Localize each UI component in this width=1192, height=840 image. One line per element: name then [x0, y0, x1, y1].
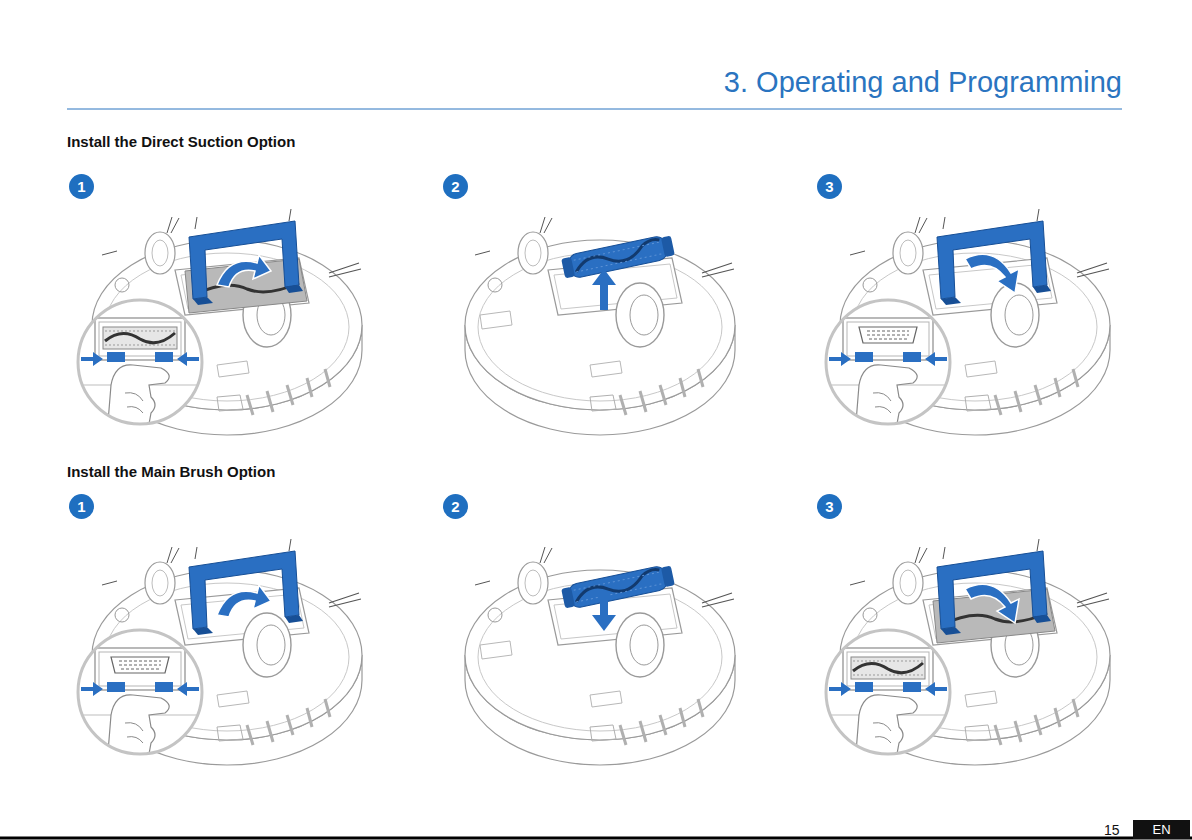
step-number: 2	[443, 494, 468, 519]
circle-fill	[817, 174, 842, 199]
rotate-arrow	[965, 254, 1019, 293]
step-number-circle: 3	[817, 494, 842, 519]
title-rule	[67, 109, 1122, 110]
step-number: 2	[443, 174, 468, 199]
step-number-circle: 2	[443, 494, 468, 519]
rotate-arrow	[217, 255, 271, 287]
page-title: 3. Operating and Programming	[724, 66, 1122, 99]
step-number-circle: 2	[443, 174, 468, 199]
section-heading: Install the Direct Suction Option	[67, 133, 295, 150]
step-number: 3	[817, 494, 842, 519]
robot-lid-close	[826, 539, 1110, 765]
robot-lid-open	[78, 539, 362, 765]
down-arrow	[592, 591, 616, 631]
up-arrow	[592, 269, 616, 310]
language-code: EN	[1133, 820, 1190, 839]
footer-rule	[0, 837, 1192, 840]
circle-fill	[817, 494, 842, 519]
step-number-circle: 1	[69, 174, 94, 199]
robot-lid-close	[826, 209, 1110, 435]
language-tab: EN	[1133, 820, 1190, 839]
rotate-arrow	[965, 584, 1019, 623]
circle-fill	[443, 174, 468, 199]
circle-fill	[69, 494, 94, 519]
robot-insert-brush	[465, 547, 735, 765]
circle-fill	[69, 174, 94, 199]
robot-lid-open	[78, 209, 362, 435]
rotate-arrow	[217, 585, 271, 617]
circle-fill	[443, 494, 468, 519]
step-number: 1	[69, 494, 94, 519]
step-number: 3	[817, 174, 842, 199]
robot-remove-brush	[465, 217, 735, 435]
step-number-circle: 3	[817, 174, 842, 199]
page-number: 15	[1104, 822, 1120, 838]
section-heading: Install the Main Brush Option	[67, 463, 275, 480]
step-number: 1	[69, 174, 94, 199]
step-number-circle: 1	[69, 494, 94, 519]
